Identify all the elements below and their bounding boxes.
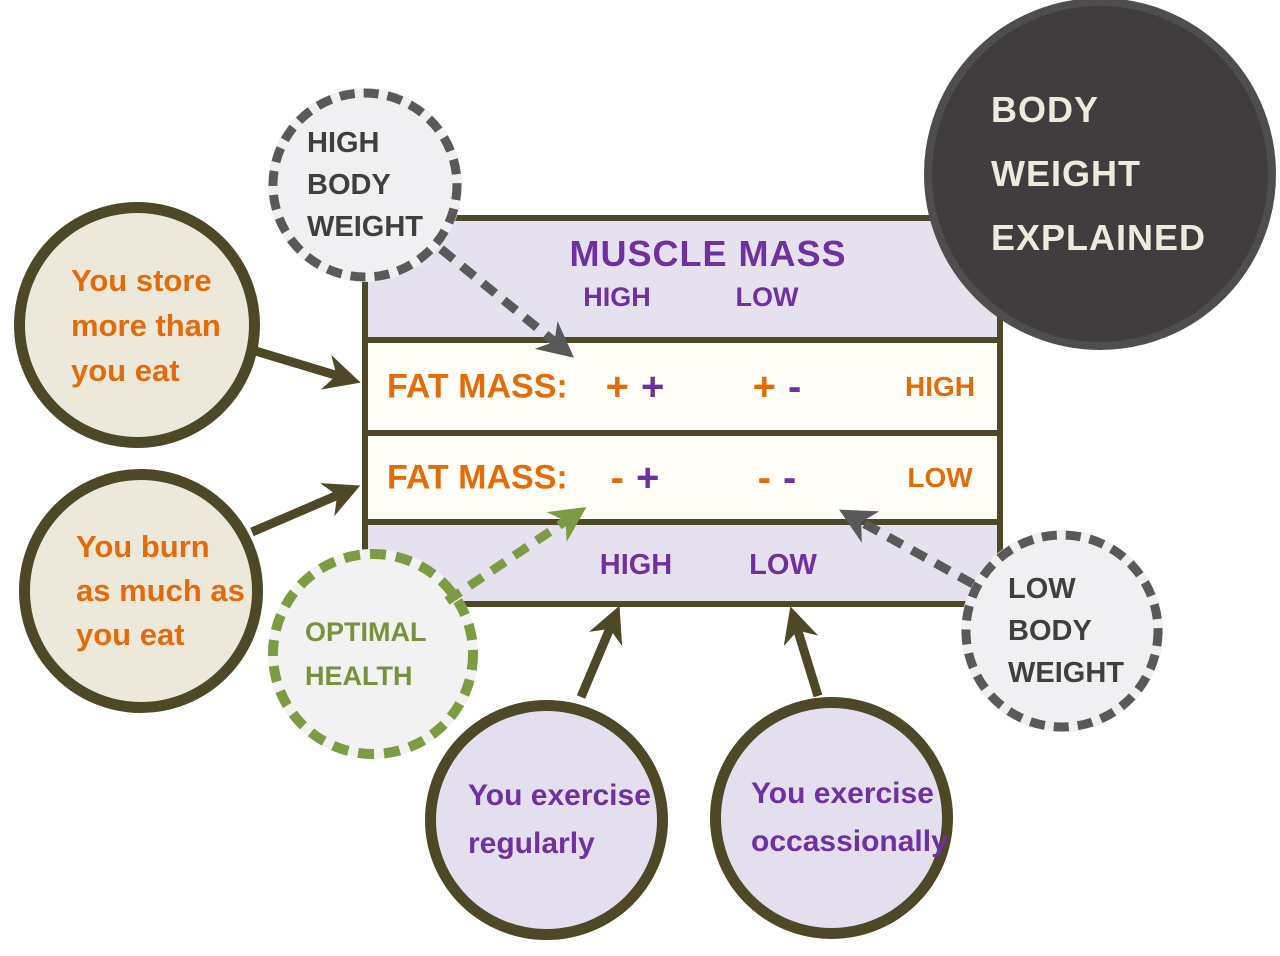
arrow-store-to-fat-high-row xyxy=(250,345,361,390)
burn-as-much-as-you-eat-circle: You burn as much as you eat xyxy=(19,469,263,713)
circle-text-line: regularly xyxy=(468,827,595,860)
circle-text-line: You store xyxy=(71,262,212,298)
circle-text-line: HEALTH xyxy=(305,661,413,691)
fat-mass-high-result-label: HIGH xyxy=(905,370,975,402)
muscle-fat-matrix: MUSCLE MASS HIGH LOW FAT MASS: ++ +- HIG… xyxy=(362,215,1003,607)
fat-sign: - xyxy=(610,455,624,500)
muscle-sign: - xyxy=(788,364,802,409)
circle-text-line: OPTIMAL xyxy=(305,617,427,647)
fat-mass-label: FAT MASS: xyxy=(387,367,568,405)
circle-text-line: LOW xyxy=(1008,573,1076,605)
circle-text-line: as much as xyxy=(76,573,245,608)
circle-text-line: occassionally xyxy=(751,825,948,858)
circle-text-line: You exercise xyxy=(468,779,651,812)
circle-text-line: BODY xyxy=(307,169,391,201)
muscle-high-column-label: HIGH xyxy=(583,282,651,312)
title-line: WEIGHT xyxy=(991,153,1141,194)
circle-text-line: more than xyxy=(71,307,221,343)
arrow-exercise-regularly-to-high-column xyxy=(576,605,623,699)
arrow-burn-to-fat-low-row xyxy=(250,483,361,537)
cell-fat-high-muscle-high: ++ xyxy=(575,367,695,407)
circle-text-line: WEIGHT xyxy=(1008,657,1124,689)
matrix-footer: HIGH LOW xyxy=(368,525,997,601)
matrix-header: MUSCLE MASS HIGH LOW xyxy=(368,221,997,343)
circle-text-line: HIGH xyxy=(307,127,380,159)
circle-text-line: BODY xyxy=(1008,615,1092,647)
circle-text-line: You exercise xyxy=(751,777,934,810)
muscle-low-column-label: LOW xyxy=(735,282,799,312)
circle-text-line: You burn xyxy=(76,529,210,564)
muscle-sign: + xyxy=(635,455,660,500)
fat-mass-label: FAT MASS: xyxy=(387,458,568,496)
fat-sign: - xyxy=(757,455,771,500)
fat-mass-low-result-label: LOW xyxy=(907,461,973,493)
footer-low-label: LOW xyxy=(749,549,817,581)
muscle-sign: - xyxy=(783,455,797,500)
exercise-regularly-circle: You exercise regularly xyxy=(425,700,668,940)
cell-fat-low-muscle-low: -- xyxy=(717,458,837,498)
store-more-than-you-eat-circle: You store more than you eat xyxy=(14,202,260,448)
circle-text-line: you eat xyxy=(71,352,180,388)
high-body-weight-circle: HIGH BODY WEIGHT xyxy=(268,88,462,282)
cell-fat-high-muscle-low: +- xyxy=(717,367,837,407)
muscle-mass-title: MUSCLE MASS xyxy=(569,233,847,274)
muscle-sign: + xyxy=(641,364,665,409)
fat-sign: + xyxy=(752,364,777,409)
body-weight-explained-title-circle: BODY WEIGHT EXPLAINED xyxy=(924,0,1276,350)
cell-fat-low-muscle-high: -+ xyxy=(575,458,695,498)
exercise-occassionally-circle: You exercise occassionally xyxy=(710,697,953,939)
fat-sign: + xyxy=(605,364,629,409)
title-line: EXPLAINED xyxy=(991,217,1207,258)
arrow-exercise-occassionally-to-low-column xyxy=(783,606,823,698)
title-line: BODY xyxy=(991,89,1100,130)
fat-mass-low-row: FAT MASS: -+ -- LOW xyxy=(368,436,997,525)
low-body-weight-circle: LOW BODY WEIGHT xyxy=(961,530,1163,732)
footer-high-label: HIGH xyxy=(599,549,673,581)
fat-mass-high-row: FAT MASS: ++ +- HIGH xyxy=(368,343,997,436)
circle-text-line: WEIGHT xyxy=(307,211,423,243)
optimal-health-circle: OPTIMAL HEALTH xyxy=(268,549,478,759)
circle-text-line: you eat xyxy=(76,617,185,652)
